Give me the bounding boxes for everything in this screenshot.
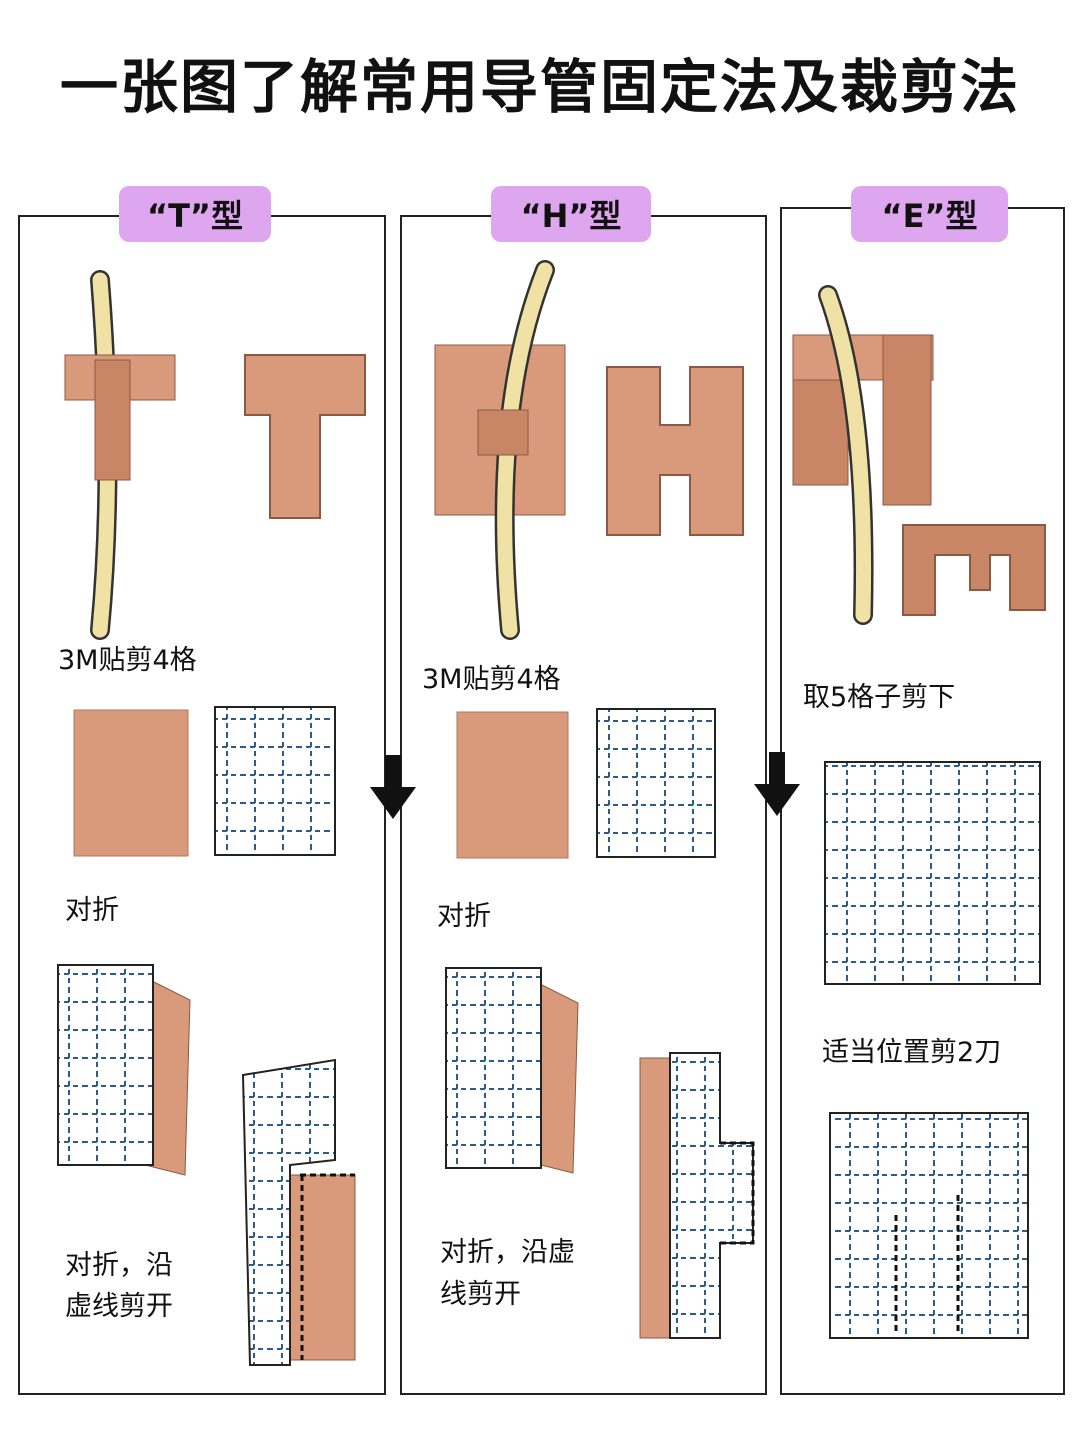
h-shape-tape-illustration: [606, 366, 744, 536]
h-step3-label-line1: 对折，沿虚: [440, 1237, 575, 1268]
h-tape-on-tube-illustration: [434, 260, 566, 640]
h-step3-label-line2: 线剪开: [440, 1279, 521, 1310]
folded-paper-illustration: [57, 964, 191, 1176]
cut-line-paper-illustration: [241, 1058, 356, 1366]
grid-paper-illustration: [214, 706, 336, 856]
tape-square-illustration: [456, 711, 569, 859]
cut-line-paper-illustration: [639, 1052, 755, 1339]
tag-h-type: “H”型: [491, 186, 651, 242]
tape-square-illustration: [73, 709, 189, 857]
grid-paper-illustration: [596, 708, 716, 858]
grid-paper-large-illustration: [824, 761, 1041, 985]
page-title: 一张图了解常用导管固定法及裁剪法: [59, 53, 1020, 121]
folded-paper-illustration: [445, 967, 579, 1174]
t-step3-label-line2: 虚线剪开: [65, 1291, 173, 1322]
t-shape-tape-illustration: [244, 354, 366, 519]
t-step1-label: 3M贴剪4格: [58, 645, 197, 676]
t-step2-label: 对折: [65, 895, 119, 926]
tag-t-type: “T”型: [119, 186, 271, 242]
down-arrow-icon: [370, 755, 416, 819]
grid-paper-cut-illustration: [829, 1112, 1029, 1339]
down-arrow-icon: [754, 752, 800, 816]
h-step2-label: 对折: [437, 901, 491, 932]
e-step1-label: 取5格子剪下: [803, 682, 956, 713]
e-tape-on-tube-illustration: [792, 285, 934, 625]
h-step1-label: 3M贴剪4格: [422, 664, 561, 695]
t-step3-label-line1: 对折，沿: [65, 1250, 173, 1281]
e-shape-tape-illustration: [902, 524, 1046, 616]
t-tape-on-tube-illustration: [64, 270, 176, 640]
e-step2-label: 适当位置剪2刀: [822, 1037, 1002, 1068]
tag-e-type: “E”型: [851, 186, 1008, 242]
